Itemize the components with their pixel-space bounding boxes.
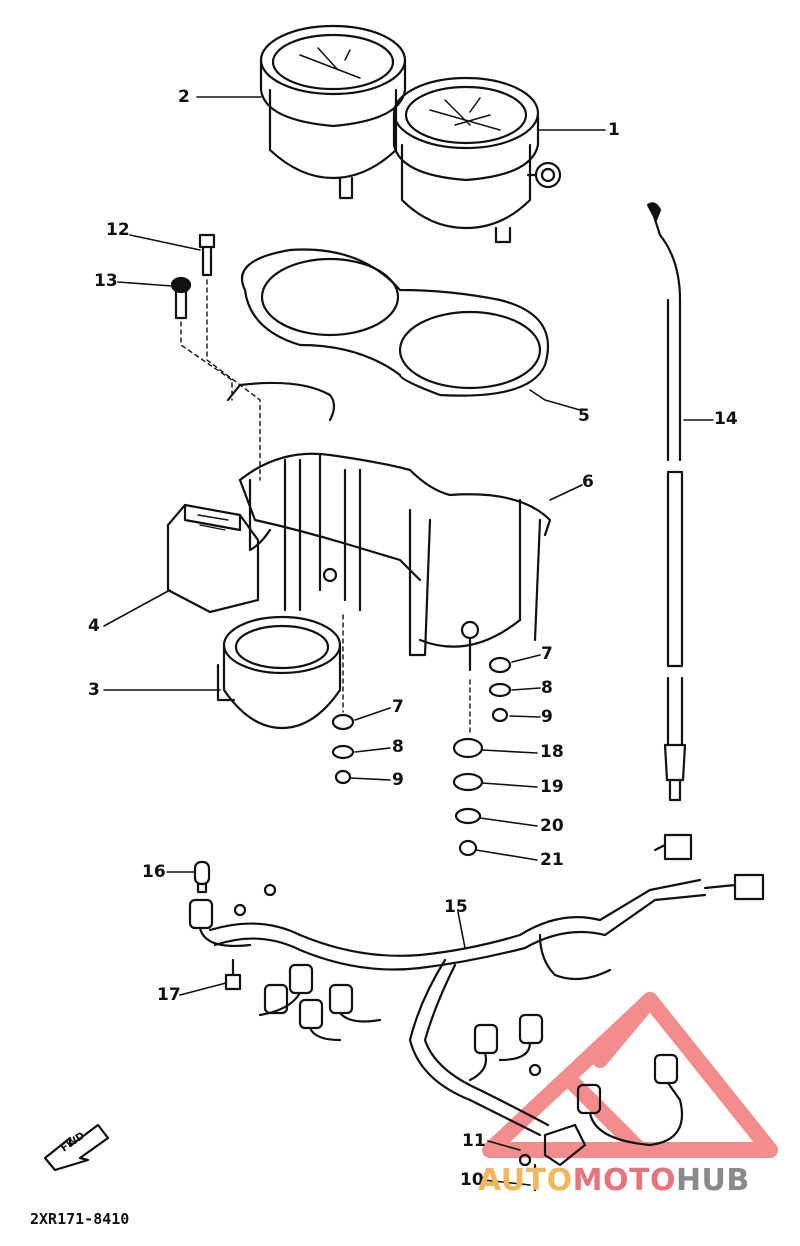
screw-17 <box>224 958 242 991</box>
callout-16: 16 <box>142 862 166 882</box>
bulb-16 <box>193 860 211 894</box>
watermark-logo <box>482 992 778 1158</box>
bulb-sockets <box>188 883 684 1147</box>
watermark-part-2: MOTO <box>572 1163 676 1198</box>
callout-3: 3 <box>88 680 100 700</box>
callout-19: 19 <box>540 777 564 797</box>
callout-9-right: 9 <box>541 707 553 727</box>
speedometer-gauge <box>392 76 562 244</box>
callout-9-left: 9 <box>392 770 404 790</box>
leader-lines <box>103 96 714 1186</box>
grommet-stack <box>452 638 484 857</box>
meter-bracket <box>226 381 552 657</box>
callout-13: 13 <box>94 271 118 291</box>
callout-10: 10 <box>460 1170 484 1190</box>
callout-14: 14 <box>714 409 738 429</box>
callout-15: 15 <box>444 897 468 917</box>
callout-12: 12 <box>106 220 130 240</box>
watermark-part-3: HUB <box>675 1163 750 1198</box>
screw-13 <box>170 276 233 401</box>
small-meter-gauge <box>216 615 342 730</box>
screw-12 <box>198 233 261 481</box>
speedometer-cable <box>646 202 687 802</box>
clamp-parts <box>518 1123 587 1192</box>
callout-8-right: 8 <box>541 678 553 698</box>
front-direction-arrow <box>43 1123 110 1172</box>
callout-8-left: 8 <box>392 737 404 757</box>
callout-17: 17 <box>157 985 181 1005</box>
diagram-code: 2XR171-8410 <box>30 1210 130 1228</box>
callout-5: 5 <box>578 406 590 426</box>
callout-2: 2 <box>178 87 190 107</box>
callout-7-left: 7 <box>392 697 404 717</box>
callout-11: 11 <box>462 1131 486 1151</box>
watermark-text: AUTOMOTOHUB <box>478 1163 750 1198</box>
wire-harness <box>208 833 765 1137</box>
callout-20: 20 <box>540 816 564 836</box>
meter-bezel-plate <box>240 248 550 397</box>
callout-4: 4 <box>88 616 100 636</box>
nut-stack-right <box>488 656 512 723</box>
callout-7-right: 7 <box>541 644 553 664</box>
callout-1: 1 <box>608 120 620 140</box>
nut-stack-left <box>331 614 355 785</box>
callout-6: 6 <box>582 472 594 492</box>
watermark-part-1: AUTO <box>478 1163 573 1198</box>
callout-18: 18 <box>540 742 564 762</box>
callout-21: 21 <box>540 850 564 870</box>
indicator-light-box <box>166 503 260 614</box>
tachometer-gauge <box>259 24 407 200</box>
